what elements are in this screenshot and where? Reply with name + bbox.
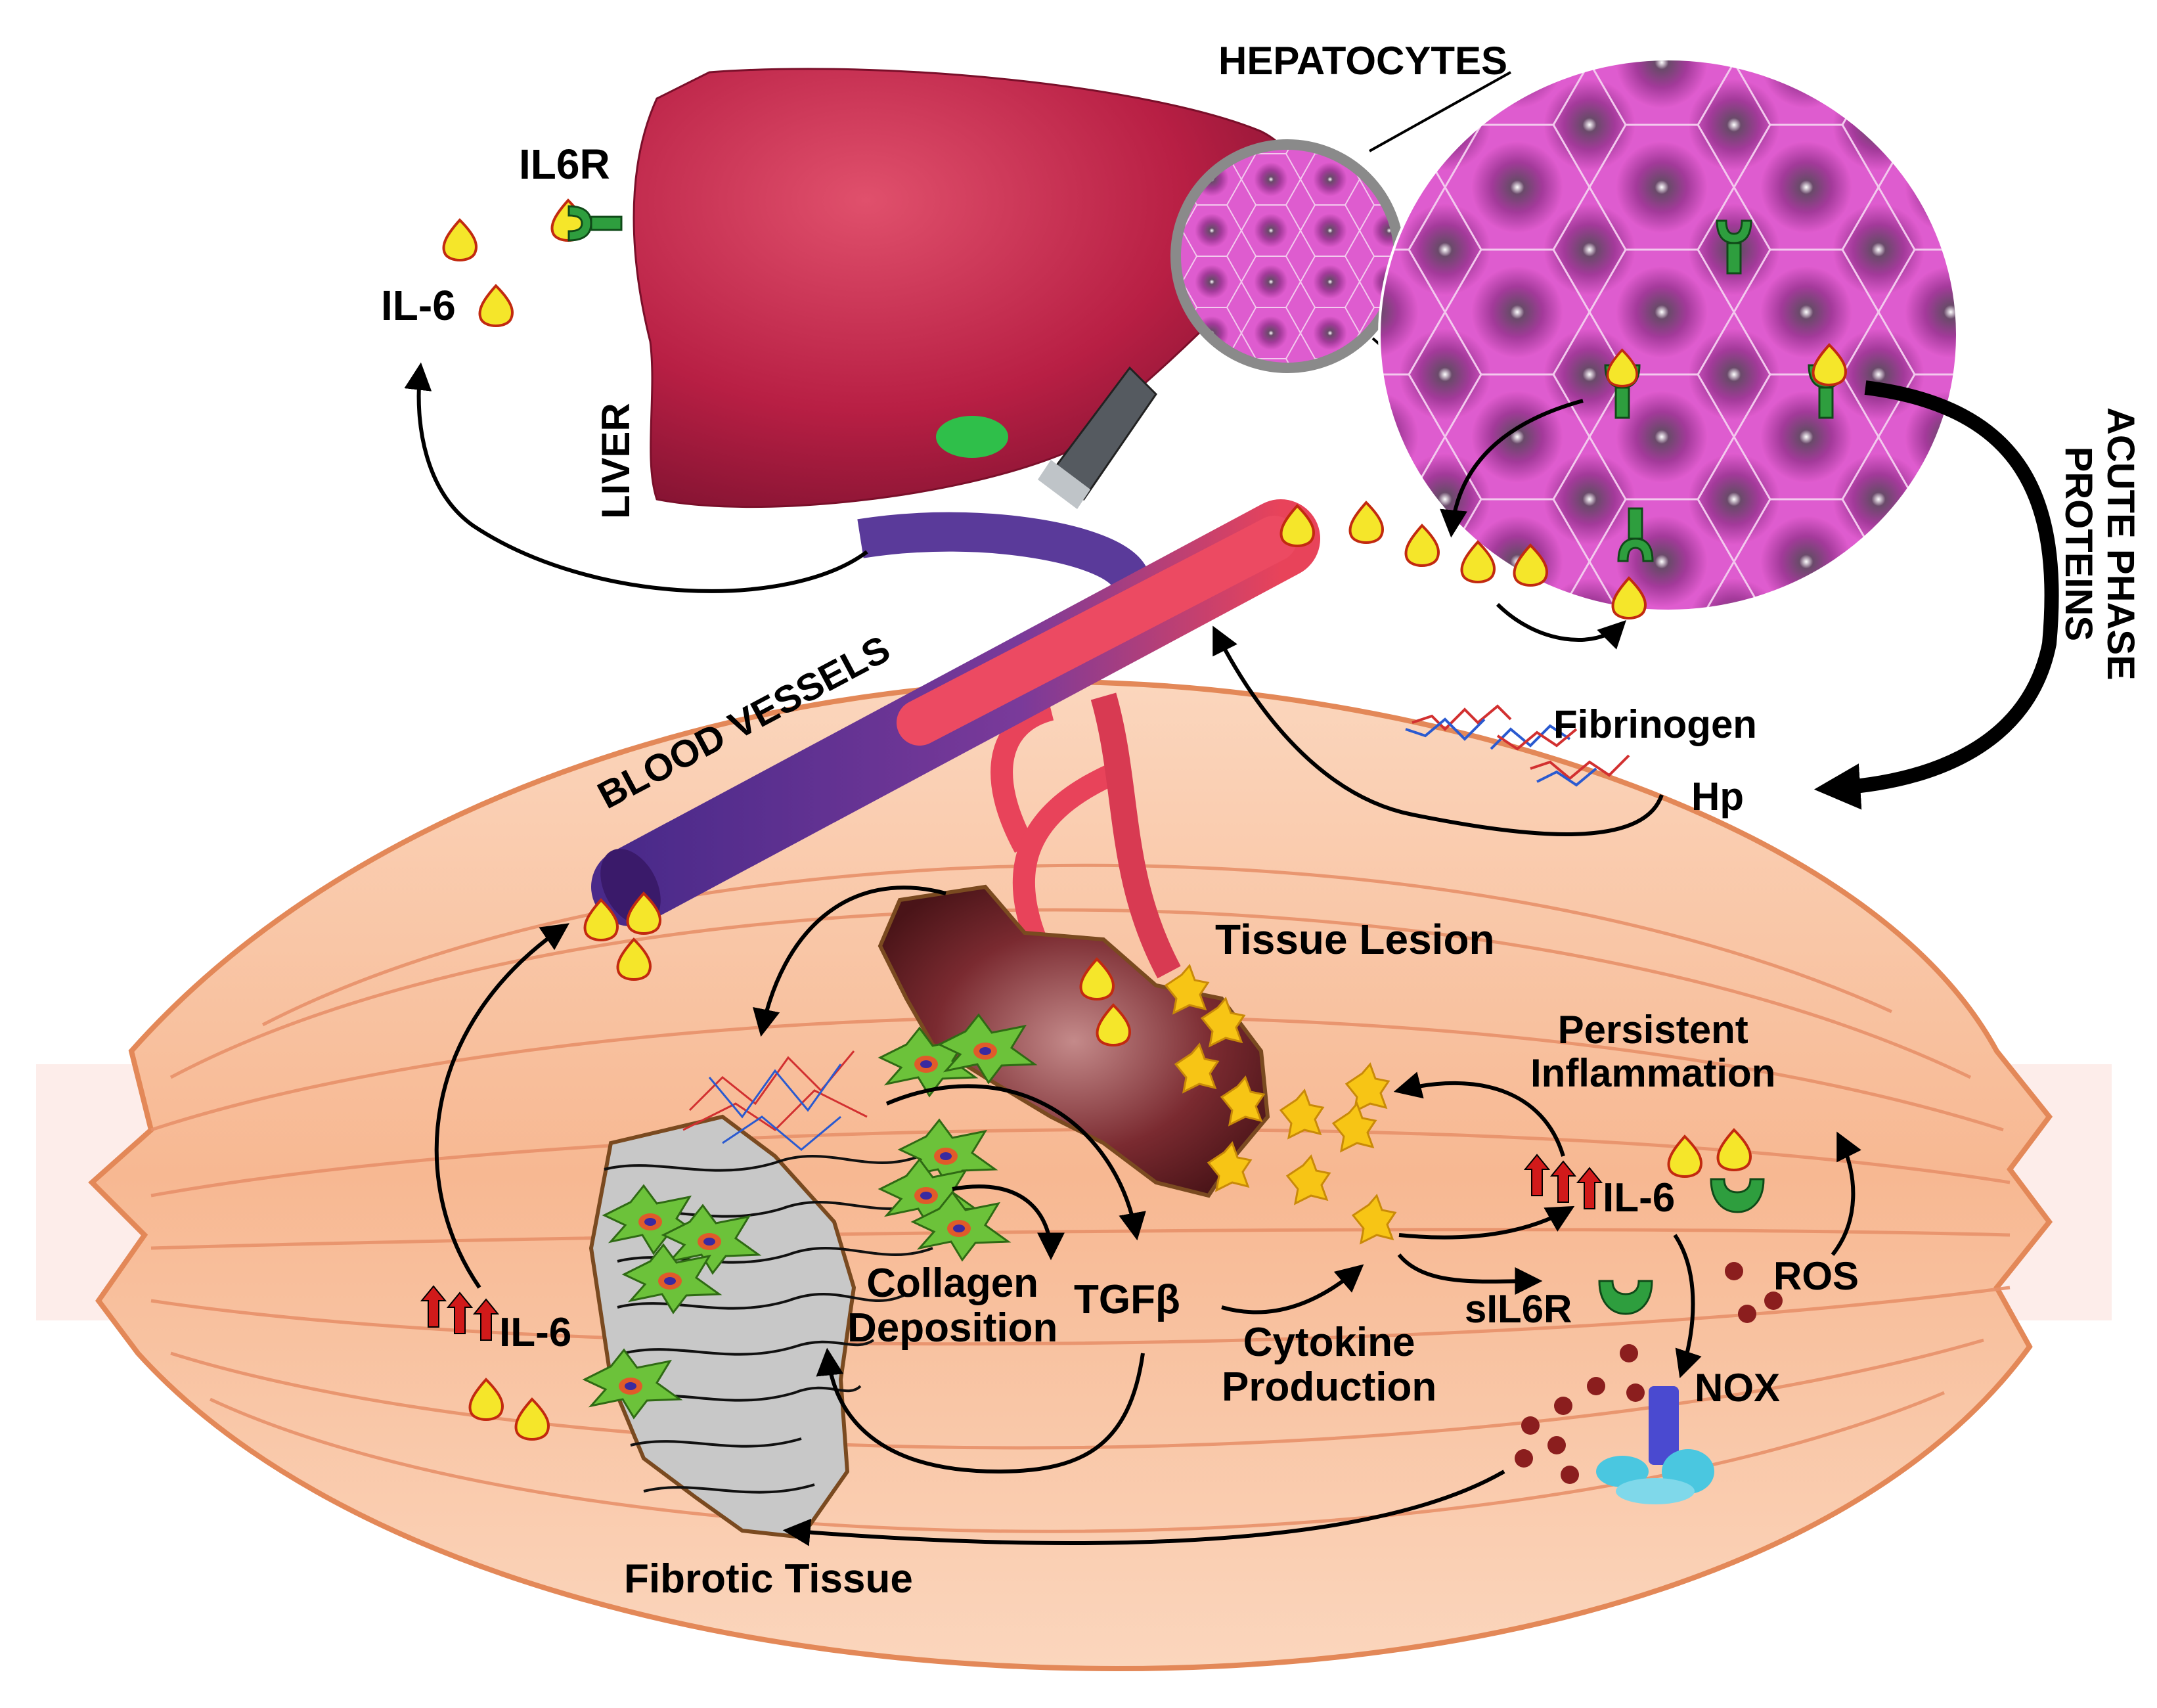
acute-phase-label: ACUTE PHASE PROTEINS (2057, 407, 2142, 681)
il6-ligand-icon (1404, 524, 1440, 567)
ros-particle-icon (1620, 1344, 1638, 1362)
sil6r-icon (1598, 1280, 1653, 1315)
ros-particle-icon (1725, 1262, 1743, 1280)
persistent-line1: Persistent (1557, 1008, 1748, 1052)
ros-particle-icon (1587, 1377, 1605, 1395)
magnifier-icon (1038, 139, 1404, 509)
ros-particle-icon (1515, 1449, 1533, 1468)
il6-ligand-icon (1348, 501, 1385, 544)
ros-particle-icon (1764, 1292, 1783, 1310)
tissue-lesion-label: Tissue Lesion (1215, 916, 1495, 963)
nox-label: NOX (1695, 1366, 1781, 1410)
liver-label: LIVER (594, 403, 638, 519)
muscle-tissue (36, 679, 2112, 1672)
ros-particle-icon (1547, 1436, 1566, 1454)
collagen-deposition-label: Collagen Deposition (847, 1261, 1057, 1351)
fibrinogen-molecules (1405, 704, 1630, 787)
persistent-line2: Inflammation (1530, 1051, 1776, 1095)
nox-enzyme-icon (1596, 1386, 1714, 1504)
hepatocytes-zoom (1378, 58, 1959, 612)
gallbladder-icon (936, 416, 1008, 458)
hepatocytes-label: HEPATOCYTES (1218, 39, 1508, 83)
cytokine-line2: Production (1222, 1364, 1437, 1410)
ros-particle-icon (1561, 1466, 1579, 1484)
ros-particle-icon (1521, 1416, 1540, 1435)
ros-particle-icon (1626, 1383, 1645, 1402)
il6-ligand-icon (442, 219, 478, 261)
cytokine-production-label: Cytokine Production (1222, 1320, 1436, 1410)
persistent-inflammation-label: Persistent Inflammation (1530, 1008, 1775, 1095)
ros-particles (1515, 1262, 1783, 1484)
hp-label: Hp (1691, 775, 1744, 819)
fibrotic-tissue-label: Fibrotic Tissue (624, 1556, 913, 1602)
il6r-label: IL6R (519, 141, 610, 188)
il6-ligand-icon (478, 284, 514, 327)
flow-arrows (404, 362, 1861, 1546)
sil6r-label: sIL6R (1465, 1287, 1572, 1331)
cytokine-line1: Cytokine (1243, 1320, 1415, 1365)
il6-left-label: IL-6 (499, 1310, 572, 1355)
ros-label: ROS (1773, 1254, 1859, 1298)
acute-phase-line1: ACUTE PHASE (2099, 407, 2142, 681)
il6-right-label: IL-6 (1603, 1175, 1676, 1221)
acute-phase-line2: PROTEINS (2057, 446, 2101, 642)
blood-vessels (591, 499, 1320, 979)
sil6r-il6-complex-icon (1710, 1178, 1765, 1213)
tgfb-label: TGFβ (1074, 1277, 1180, 1322)
il6-top-label: IL-6 (381, 282, 456, 329)
ros-particle-icon (1554, 1397, 1572, 1415)
fibrinogen-label: Fibrinogen (1553, 702, 1757, 746)
acute-phase-arrow (1813, 380, 2059, 810)
collagen-line2: Deposition (847, 1305, 1058, 1351)
collagen-line1: Collagen (866, 1261, 1039, 1306)
ros-particle-icon (1738, 1305, 1756, 1323)
